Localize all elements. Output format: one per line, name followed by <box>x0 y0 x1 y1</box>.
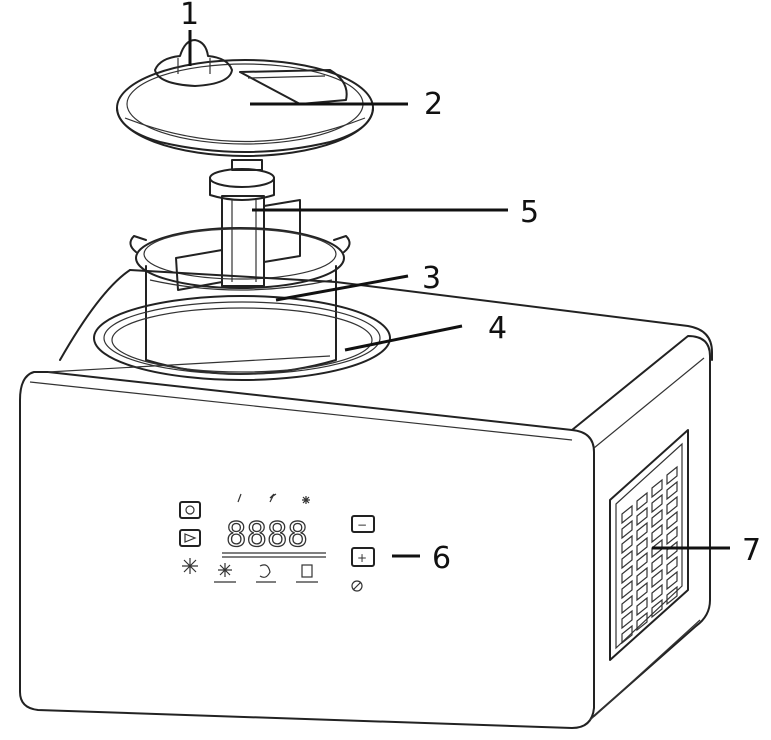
vent-slot <box>666 585 678 606</box>
vent-slot <box>666 555 678 576</box>
vent-slot <box>666 465 678 486</box>
control-panel: 8888 − + <box>179 493 375 592</box>
minus-button[interactable] <box>351 515 375 533</box>
callout-3: 3 <box>422 261 441 296</box>
vent-slot <box>651 553 663 574</box>
vent-slot <box>621 564 633 585</box>
vent-slot <box>636 491 648 512</box>
vent-slot <box>621 609 633 630</box>
vent-slot <box>666 540 678 561</box>
plus-button[interactable] <box>351 547 375 567</box>
vent-slot <box>651 508 663 529</box>
cooling-icon <box>259 564 271 578</box>
vent-slot <box>621 624 633 645</box>
callout-2: 2 <box>424 87 443 122</box>
vent-slot <box>636 611 648 632</box>
power-button[interactable] <box>179 501 201 519</box>
machine-body <box>19 269 713 729</box>
vent-slot <box>621 594 633 615</box>
vent-slot <box>636 536 648 557</box>
vent-slot <box>621 504 633 525</box>
snowflake-icon <box>302 496 310 504</box>
vent-slot <box>651 568 663 589</box>
callout-4: 4 <box>488 311 507 346</box>
vent-slot <box>636 506 648 527</box>
vent-slot <box>651 493 663 514</box>
vent-slot <box>651 598 663 619</box>
vent-slot <box>636 581 648 602</box>
vent-slot <box>651 583 663 604</box>
vent-slot <box>666 570 678 591</box>
side-vent-grille <box>609 429 689 661</box>
vent-slot <box>621 519 633 540</box>
vent-slot <box>621 549 633 570</box>
vent-slot <box>621 579 633 600</box>
vent-slot <box>621 534 633 555</box>
display-underline <box>222 552 326 558</box>
vent-slot <box>636 566 648 587</box>
menu-button[interactable] <box>179 529 201 547</box>
vent-slot <box>651 523 663 544</box>
lid <box>116 59 374 157</box>
vent-slot <box>636 596 648 617</box>
vent-slot <box>636 521 648 542</box>
freeze-icon <box>218 563 232 577</box>
leader-4 <box>344 324 463 352</box>
power-icon <box>185 505 195 515</box>
leader-lines <box>188 30 730 558</box>
callout-7: 7 <box>742 533 761 568</box>
callout-6: 6 <box>432 541 451 576</box>
minus-label: − <box>357 518 367 532</box>
indicator-icon-1 <box>237 493 242 503</box>
leader-3 <box>275 274 409 302</box>
plus-label: + <box>357 551 367 565</box>
fan-icon <box>182 558 198 574</box>
callout-1: 1 <box>180 0 199 32</box>
segment-display: 8888 <box>226 515 308 555</box>
vent-slot <box>651 478 663 499</box>
vent-slot <box>636 551 648 572</box>
play-icon <box>184 533 197 543</box>
bowl-well <box>93 295 391 381</box>
vent-slot <box>666 510 678 531</box>
vent-slot <box>666 495 678 516</box>
lightning-icon <box>269 493 277 503</box>
callout-5: 5 <box>520 195 539 230</box>
dasher <box>175 159 301 291</box>
vent-slot <box>666 525 678 546</box>
vent-slot <box>666 480 678 501</box>
lid-knob <box>154 39 233 87</box>
cup-icon <box>301 564 313 578</box>
lock-icon <box>351 580 363 592</box>
callout-numbers: 1 2 3 4 5 6 7 <box>180 0 761 576</box>
